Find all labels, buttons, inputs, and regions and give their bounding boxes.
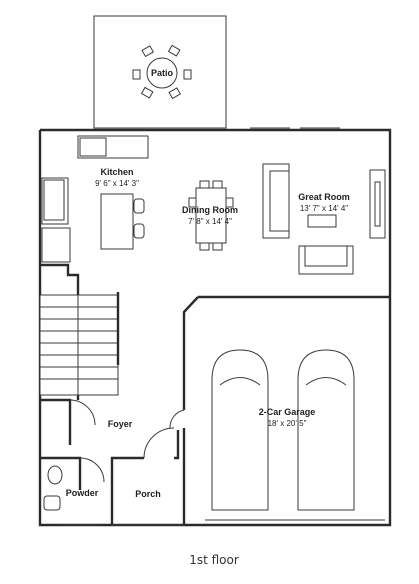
toilet bbox=[47, 465, 63, 485]
sofa-left-cushion bbox=[269, 170, 290, 232]
kitchen bbox=[41, 135, 149, 263]
wall-top-right bbox=[40, 128, 392, 527]
dining-chair bbox=[212, 242, 223, 251]
kitchen-label: Kitchen bbox=[100, 167, 133, 177]
porch-wall bbox=[110, 456, 144, 525]
car-windshield bbox=[219, 377, 261, 386]
foyer-label: Foyer bbox=[108, 419, 133, 429]
stair-run bbox=[39, 294, 79, 396]
powder-sink bbox=[43, 495, 61, 511]
dining-chair bbox=[199, 180, 210, 189]
patio-chair bbox=[183, 69, 192, 80]
garage-size: 18' x 20' 5" bbox=[268, 419, 307, 428]
porch-wall-right bbox=[174, 430, 180, 460]
tv bbox=[374, 181, 381, 227]
great-room bbox=[262, 163, 386, 275]
garage-entry-door-swing bbox=[169, 409, 185, 429]
kitchen-cooktop bbox=[43, 179, 65, 221]
closet-door-swing bbox=[69, 399, 96, 426]
front-rooms bbox=[40, 398, 184, 526]
patio-chair bbox=[140, 86, 154, 99]
dining-chair bbox=[212, 180, 223, 189]
patio-chair bbox=[167, 44, 181, 57]
powder-door-swing bbox=[79, 457, 105, 483]
car-outline bbox=[297, 349, 355, 511]
kitchen-island bbox=[100, 193, 134, 250]
dining-table bbox=[195, 187, 227, 244]
garage bbox=[169, 295, 390, 525]
patio-chair bbox=[168, 87, 182, 100]
foyer-closet-wall bbox=[40, 398, 72, 445]
patio-table-set bbox=[132, 44, 192, 100]
patio-chair bbox=[141, 45, 155, 58]
island-stool bbox=[133, 223, 145, 239]
stair-run-upper bbox=[77, 294, 119, 396]
car-windshield bbox=[305, 377, 347, 386]
car-right bbox=[297, 349, 355, 511]
porch-label: Porch bbox=[135, 489, 161, 499]
car-outline bbox=[211, 349, 269, 511]
dining-chair bbox=[188, 197, 197, 208]
great-room-label: Great Room bbox=[298, 192, 350, 202]
dining-size: 7' 8" x 14' 4" bbox=[188, 217, 232, 226]
garage-side-wall bbox=[182, 296, 199, 410]
car-left bbox=[211, 349, 269, 511]
patio-table bbox=[146, 57, 178, 89]
dining-label: Dining Room bbox=[182, 205, 238, 215]
great-room-size: 13' 7" x 14' 4" bbox=[300, 204, 348, 213]
dining-chair bbox=[199, 242, 210, 251]
stairs bbox=[39, 263, 120, 400]
patio-chair bbox=[132, 69, 141, 80]
dining-chair bbox=[225, 197, 234, 208]
sofa-bottom-cushion bbox=[304, 245, 348, 267]
garage-label: 2-Car Garage bbox=[259, 407, 316, 417]
kitchen-sink bbox=[79, 137, 107, 157]
kitchen-refrigerator bbox=[41, 227, 71, 263]
coffee-table bbox=[307, 214, 337, 228]
island-stool bbox=[133, 198, 145, 214]
floor-caption: 1st floor bbox=[189, 553, 239, 567]
powder-label: Powder bbox=[66, 488, 99, 498]
patio-label: Patio bbox=[151, 68, 174, 78]
dining bbox=[188, 180, 234, 251]
kitchen-size: 9' 6" x 14' 3" bbox=[95, 179, 139, 188]
front-door-swing bbox=[143, 427, 175, 459]
